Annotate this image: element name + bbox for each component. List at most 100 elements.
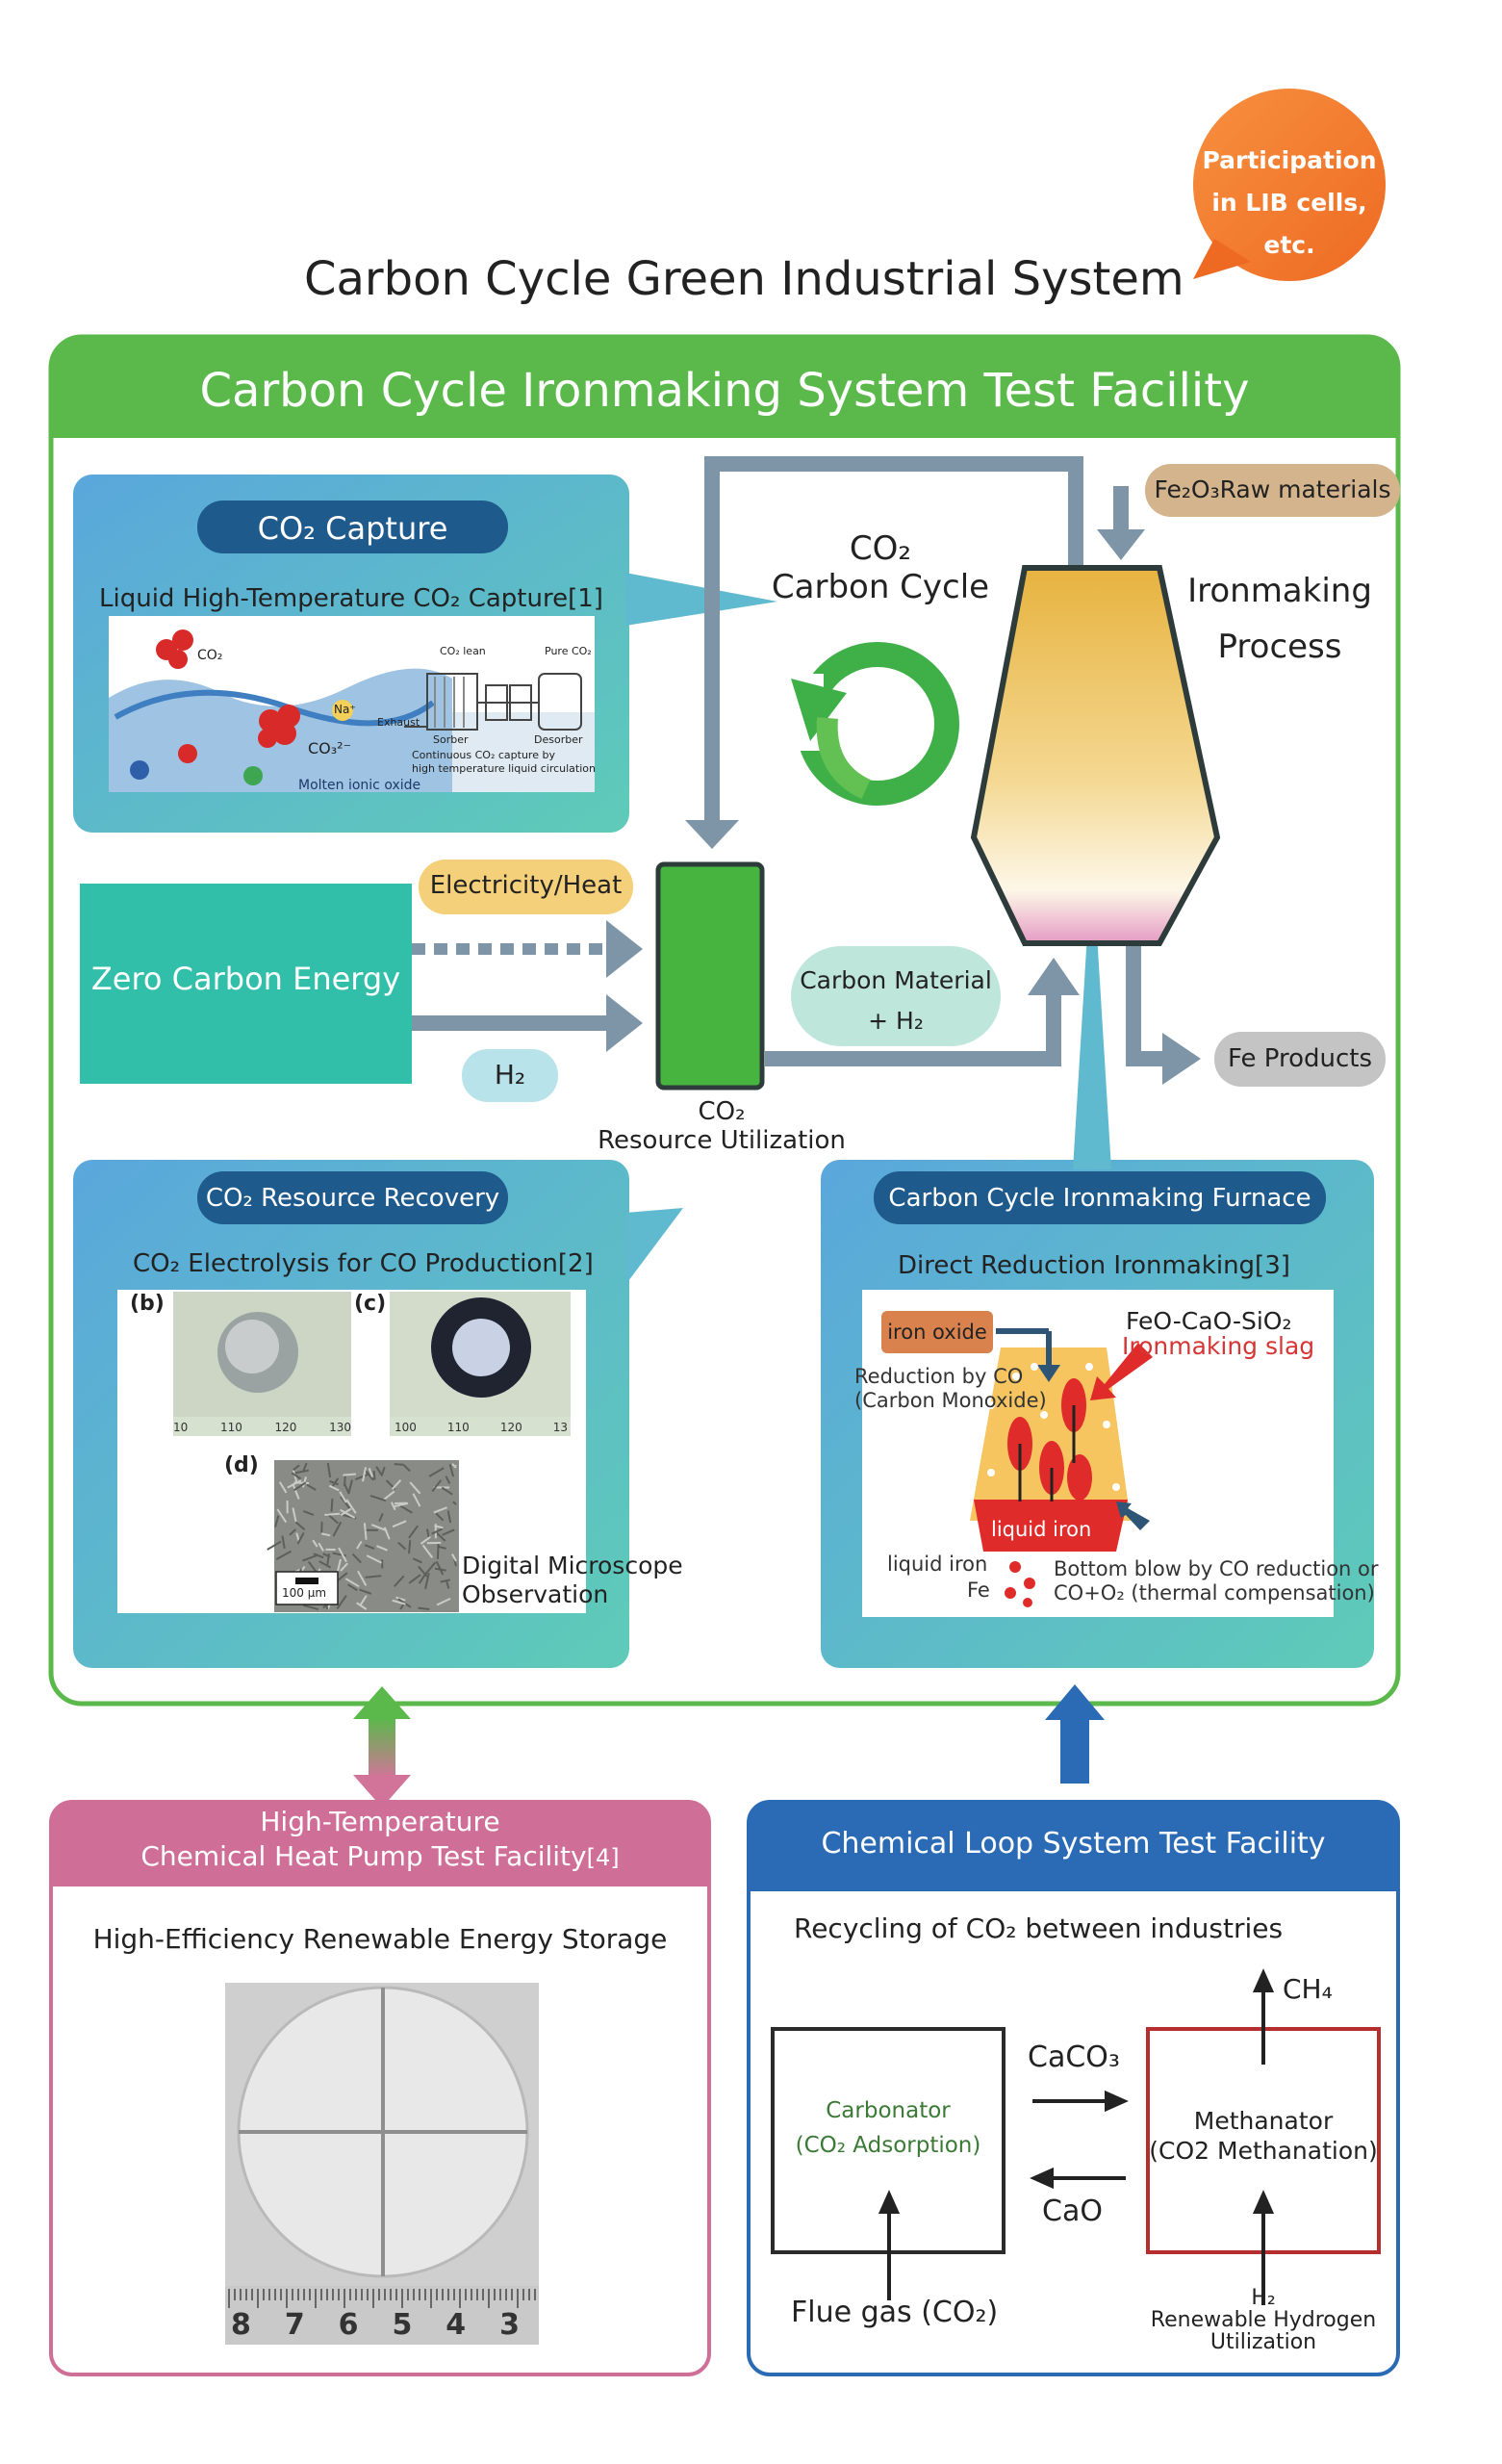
flue-gas-label: Flue gas (CO₂) xyxy=(791,2296,999,2329)
bubble-line-3: etc. xyxy=(1263,231,1315,259)
carbonator-line-1: Carbonator xyxy=(826,2098,951,2123)
furnace-pill-bg xyxy=(874,1171,1326,1224)
fe-products-pill-bg xyxy=(1214,1032,1386,1087)
furnace-pill: Carbon Cycle Ironmaking Furnace xyxy=(888,1184,1311,1213)
ruler-c-3: 13 xyxy=(552,1421,568,1434)
cycle-line-1: CO₂ xyxy=(849,529,912,568)
ironmaking-furnace xyxy=(970,565,1221,946)
microscope-observation-line-2: Observation xyxy=(462,1580,609,1608)
ruler-b-2: 120 xyxy=(274,1421,297,1434)
participation-bubble xyxy=(1193,89,1386,281)
hp-ruler-1: 7 xyxy=(284,2308,305,2342)
photo-label-b: (b) xyxy=(130,1292,165,1316)
methanator-line-1: Methanator xyxy=(1193,2107,1334,2135)
ruler-b-3: 130 xyxy=(329,1421,351,1434)
scale-bar xyxy=(295,1578,318,1584)
ruler-b-labels: 10 110 120 130 xyxy=(173,1421,351,1434)
ruler-c-2: 120 xyxy=(499,1421,522,1434)
zero-carbon-energy-label: Zero Carbon Energy xyxy=(90,961,401,997)
h2-pill-bg xyxy=(462,1049,558,1102)
renewable-line-1: Renewable Hydrogen xyxy=(1150,2308,1377,2332)
carbon-material-line-1: Carbon Material xyxy=(800,966,992,994)
heat-pump-title: High-Temperature Chemical Heat Pump Test… xyxy=(51,1805,709,1875)
capture-caption-2: high temperature liquid circulation xyxy=(412,762,596,775)
carbon-material-line-2: + H₂ xyxy=(868,1007,924,1035)
heat-pump-ruler-ticks xyxy=(228,2289,536,2308)
ironmaking-line-2: Process xyxy=(1217,628,1342,666)
capture-caption-1: Continuous CO₂ capture by xyxy=(412,749,555,761)
resource-util-line-1: CO₂ xyxy=(698,1097,746,1126)
photo-label-d: (d) xyxy=(224,1453,259,1477)
iron-oxide-pill: iron oxide xyxy=(887,1321,987,1344)
fe-products-pill: Fe Products xyxy=(1227,1044,1373,1073)
raw-materials-pill-bg xyxy=(1145,464,1400,517)
scale-bar-box xyxy=(275,1571,339,1605)
cao-label: CaO xyxy=(1042,2194,1103,2228)
capture-pill-bg xyxy=(197,500,508,553)
chemloop-subtitle: Recycling of CO₂ between industries xyxy=(794,1912,1284,1944)
capture-co3-label: CO₃²⁻ xyxy=(308,739,352,757)
capture-callout xyxy=(625,573,777,626)
h2-pill: H₂ xyxy=(494,1059,526,1091)
bubble-line-1: Participation xyxy=(1202,146,1377,174)
heat-pump-ref: [4] xyxy=(586,1844,620,1871)
capture-na-label: Na⁺ xyxy=(334,703,356,716)
resource-utilization-label: CO₂ Resource Utilization xyxy=(577,1097,866,1155)
caco3-label: CaCO₃ xyxy=(1028,2040,1120,2074)
co2-reactor-column xyxy=(655,861,765,1091)
electricity-pill-bg xyxy=(419,860,633,914)
ruler-b-0: 10 xyxy=(173,1421,189,1434)
co2-carbon-cycle-label: CO₂ Carbon Cycle xyxy=(760,529,1001,606)
bidirectional-arrow xyxy=(353,1686,411,1808)
recovery-subtitle: CO₂ Electrolysis for CO Production[2] xyxy=(133,1249,594,1278)
ironmaking-slag-label: Ironmaking slag xyxy=(1122,1332,1315,1360)
raw-materials-pill: Fe₂O₃Raw materials xyxy=(1154,475,1391,503)
feo-cao-sio2-label: FeO-CaO-SiO₂ xyxy=(1126,1307,1292,1335)
capture-exhaust-label: Exhaust xyxy=(377,716,420,729)
main-title: Carbon Cycle Green Industrial System xyxy=(304,252,1184,306)
capture-sorber-label: Sorber xyxy=(433,733,469,746)
carbon-material-pill-bg xyxy=(791,946,1001,1046)
arrowheads xyxy=(606,529,1201,1085)
upward-blue-arrow xyxy=(1045,1684,1105,1784)
ironmaking-process-label: Ironmaking Process xyxy=(1174,563,1386,675)
methanator-line-2: (CO2 Methanation) xyxy=(1149,2137,1378,2165)
chemloop-header-bar xyxy=(749,1802,1398,1891)
hp-ruler-5: 3 xyxy=(499,2308,520,2342)
bottom-blow-line-2: CO+O₂ (thermal compensation) xyxy=(1054,1581,1375,1604)
hp-ruler-2: 6 xyxy=(338,2308,359,2342)
carbonator-label: Carbonator (CO₂ Adsorption) xyxy=(773,2093,1004,2163)
bottom-blow-line-1: Bottom blow by CO reduction or xyxy=(1054,1557,1379,1580)
capture-image-drawing xyxy=(109,616,595,792)
capture-co2-label: CO₂ xyxy=(197,648,223,663)
hp-ruler-0: 8 xyxy=(231,2308,251,2342)
electricity-heat-pill: Electricity/Heat xyxy=(429,871,623,900)
hp-ruler-3: 5 xyxy=(392,2308,413,2342)
capture-co2-lean-label: CO₂ lean xyxy=(440,645,486,657)
reduction-by-co-line-1: Reduction by CO xyxy=(854,1365,1024,1388)
ruler-b-1: 110 xyxy=(219,1421,242,1434)
scale-bar-label: 100 μm xyxy=(282,1586,327,1600)
bubble-line-2: in LIB cells, xyxy=(1211,189,1367,217)
facility-header-title: Carbon Cycle Ironmaking System Test Faci… xyxy=(199,364,1250,418)
ch4-label: CH₄ xyxy=(1283,1973,1333,2005)
reduction-by-co-line-2: (Carbon Monoxide) xyxy=(854,1389,1047,1412)
recovery-callout xyxy=(625,1208,683,1285)
cycle-pipes xyxy=(412,456,1166,1066)
renewable-h2: H₂ xyxy=(1251,2286,1276,2310)
ironmaking-line-1: Ironmaking xyxy=(1187,572,1372,610)
chemloop-arrows xyxy=(878,1968,1275,2305)
resource-util-line-2: Resource Utilization xyxy=(598,1126,846,1155)
hp-ruler-4: 4 xyxy=(446,2308,467,2342)
carbon-material-pill: Carbon Material + H₂ xyxy=(791,961,1001,1041)
renewable-line-2: Utilization xyxy=(1209,2330,1317,2354)
zero-carbon-box xyxy=(80,884,412,1084)
liquid-iron-inner-label: liquid iron xyxy=(991,1518,1092,1541)
iron-oxide-pill-bg xyxy=(881,1311,993,1353)
photo-label-c: (c) xyxy=(354,1292,387,1316)
capture-pure-co2-label: Pure CO₂ xyxy=(545,645,592,657)
recycle-icon xyxy=(777,642,959,806)
recovery-pill: CO₂ Resource Recovery xyxy=(205,1184,500,1213)
furnace-subtitle: Direct Reduction Ironmaking[3] xyxy=(898,1251,1290,1280)
